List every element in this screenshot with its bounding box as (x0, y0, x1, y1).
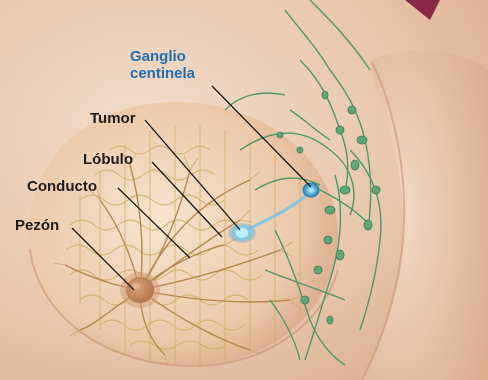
sentinel-node-label-line2: centinela (130, 65, 195, 82)
sentinel-node-graphic (303, 183, 319, 197)
nipple-label: Pezón (15, 217, 59, 234)
tumor-label: Tumor (90, 110, 136, 127)
sentinel-node-label: Ganglio centinela (130, 48, 195, 82)
nipple-graphic (120, 272, 160, 308)
duct-label: Conducto (27, 178, 97, 195)
lobule-label: Lóbulo (83, 151, 133, 168)
sentinel-node-label-line1: Ganglio (130, 48, 195, 65)
tumor-graphic (228, 223, 256, 243)
